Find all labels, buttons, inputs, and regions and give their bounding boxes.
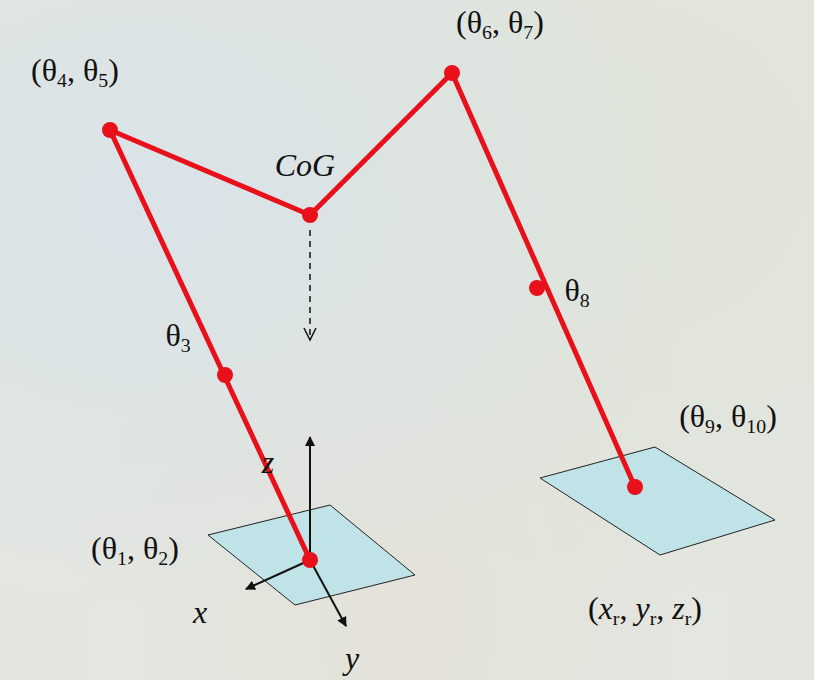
joint-dots bbox=[102, 65, 643, 568]
foot-plate bbox=[540, 447, 775, 555]
gravity-line bbox=[309, 230, 311, 335]
joint-label: (θ1, θ2) bbox=[91, 532, 179, 564]
z-axis bbox=[309, 437, 311, 560]
x-axis bbox=[246, 560, 310, 589]
joint-label: (θ4, θ5) bbox=[31, 54, 119, 86]
joint-label: z bbox=[262, 446, 274, 478]
joint-label: θ8 bbox=[564, 274, 589, 306]
joint-label: (θ6, θ7) bbox=[456, 6, 544, 38]
gravity-arrowhead bbox=[304, 328, 316, 340]
joint-label: (xr, yr, zr) bbox=[588, 592, 702, 624]
leg-links bbox=[110, 73, 635, 560]
joint-label: CoG bbox=[275, 149, 335, 181]
joint-label: y bbox=[345, 642, 359, 674]
y-axis bbox=[310, 560, 346, 626]
foot-plate bbox=[208, 505, 415, 605]
joint-label: x bbox=[193, 596, 207, 628]
joint-label: θ3 bbox=[165, 319, 190, 351]
joint-label: (θ9, θ10) bbox=[679, 400, 777, 432]
